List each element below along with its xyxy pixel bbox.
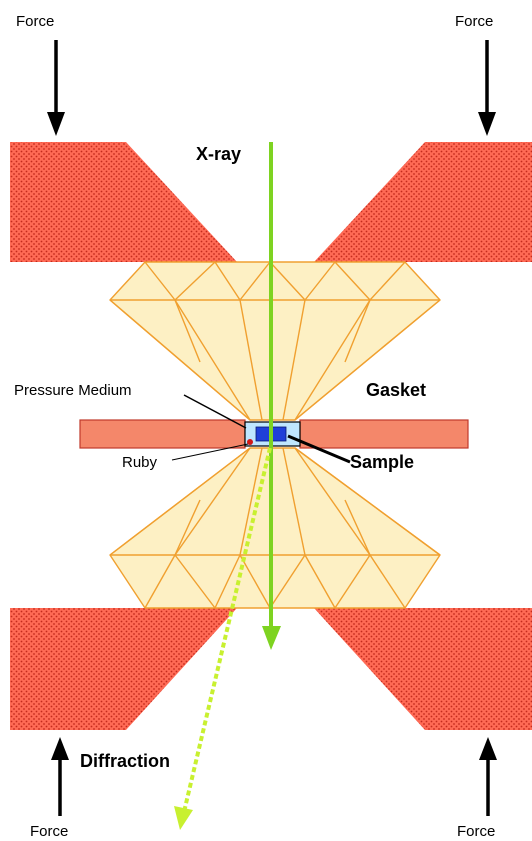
top-right-anvil-support [314,142,532,262]
ruby-label: Ruby [122,454,158,471]
ruby [247,439,253,445]
force-label-top-right: Force [455,13,493,30]
top-left-anvil-support [10,142,237,262]
gasket-right [299,419,469,449]
diffracted-beam-arrowhead [174,806,193,830]
gasket-label: Gasket [366,380,426,400]
upper-diamond [109,261,441,421]
xray-label: X-ray [196,144,241,164]
diffracted-beam [182,447,272,813]
xray-beam-arrowhead [262,626,281,650]
diffraction-label: Diffraction [80,751,170,771]
bottom-right-anvil-support [314,608,532,730]
pressure-medium-label: Pressure Medium [14,382,132,399]
force-arrowhead-bottom-right [479,737,497,760]
pressure-medium-leader [183,394,247,429]
force-label-bottom-left: Force [30,823,68,840]
force-label-bottom-right: Force [457,823,495,840]
force-arrowhead-top-right [478,112,496,136]
force-arrowhead-bottom-left [51,737,69,760]
force-arrowhead-top-left [47,112,65,136]
gasket-left [79,419,246,449]
sample-label: Sample [350,452,414,472]
lower-diamond [109,447,441,609]
bottom-left-anvil-support [10,608,237,730]
force-label-top-left: Force [16,13,54,30]
sample-leader [287,434,351,464]
ruby-leader [171,443,249,461]
